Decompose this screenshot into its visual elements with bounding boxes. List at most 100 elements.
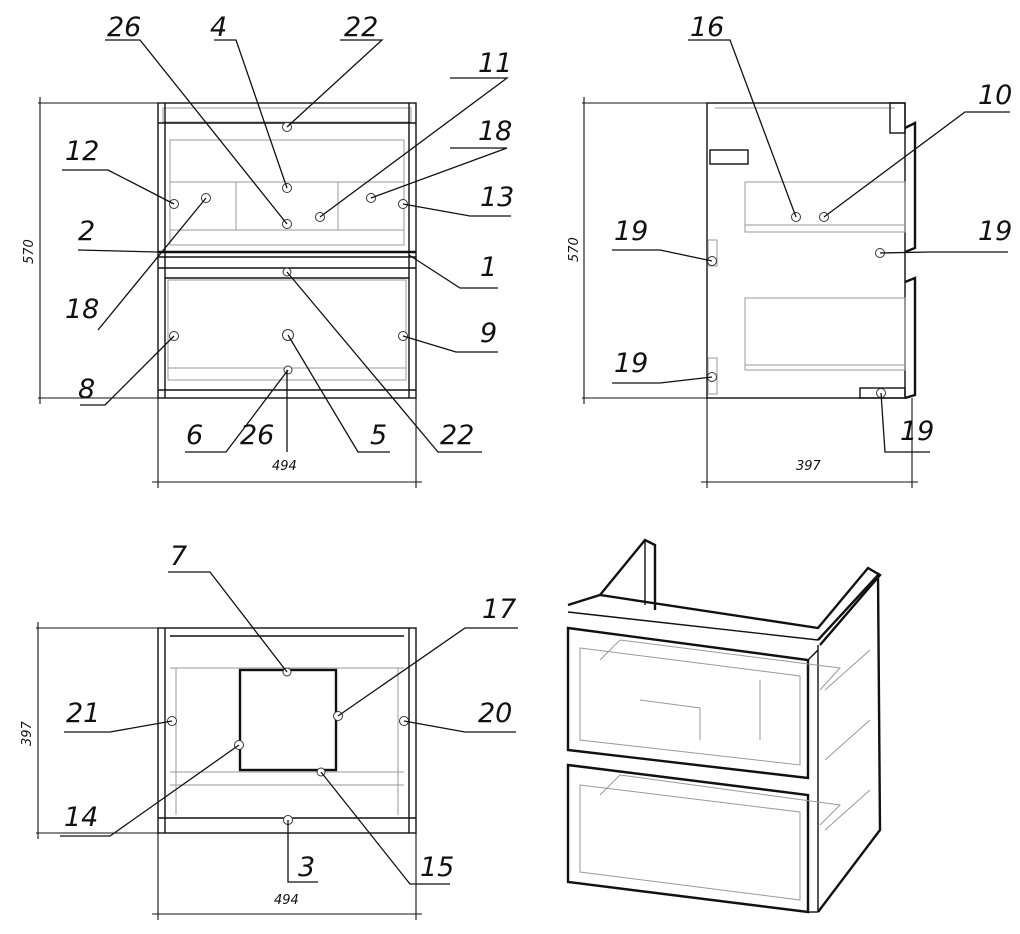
callout-label: 1 [480, 252, 497, 283]
callout-label: 18 [65, 294, 99, 325]
dim-top-width: 494 [274, 893, 299, 908]
leader-8 [80, 335, 175, 406]
callout-label: 13 [480, 182, 514, 213]
iso-edge [807, 649, 819, 661]
callout-label: 10 [978, 80, 1012, 111]
callout-label: 20 [478, 698, 512, 729]
iso-top-rail-edge [567, 611, 819, 641]
callout-label: 22 [344, 12, 378, 43]
side-top-block [889, 102, 906, 134]
callout-label: 19 [614, 216, 648, 247]
side-height-dim-lines [582, 97, 707, 404]
side-cam [707, 239, 718, 267]
top-width-dim-lines [152, 833, 422, 920]
top-view [36, 571, 518, 920]
callout-label: 16 [690, 12, 724, 43]
leader-10 [823, 111, 1010, 218]
leader-21 [64, 720, 173, 733]
upper-drawer-front-edge [904, 121, 917, 254]
callout-label: 26 [240, 420, 274, 451]
leader-2 [77, 249, 159, 253]
callout-label: 2 [78, 216, 95, 247]
leader-6 [185, 369, 289, 453]
leader-26-top [105, 39, 288, 225]
side-bracket [709, 149, 749, 165]
top-depth-dim-lines [36, 622, 158, 839]
upper-drawer-inner [169, 139, 405, 246]
callout-label: 19 [978, 216, 1012, 247]
leader-9 [402, 335, 498, 353]
callout-label: 3 [298, 852, 315, 883]
front-carcass [157, 102, 417, 399]
callout-label: 14 [64, 802, 98, 833]
front-width-dim-lines [152, 398, 422, 488]
callout-label: 11 [478, 48, 512, 79]
iso-back-post-left [599, 538, 657, 610]
callout-label: 22 [440, 420, 474, 451]
iso-inner-line [824, 649, 871, 831]
leader-18-left [97, 197, 207, 331]
leader-18-right [370, 147, 508, 199]
callout-label: 6 [186, 420, 203, 451]
callout-label: 4 [210, 12, 227, 43]
top-carcass [157, 627, 417, 834]
leader-5 [287, 334, 390, 453]
leader-4 [214, 39, 288, 189]
leader-17 [337, 627, 518, 717]
callout-label: 19 [614, 348, 648, 379]
siphon-cutout [238, 668, 338, 772]
iso-inner-line [639, 680, 761, 740]
leader-22-top [286, 39, 384, 128]
side-panel [706, 102, 906, 399]
callout-label: 17 [482, 594, 516, 625]
iso-top-rail [567, 566, 882, 646]
iso-lower-drawer-front [566, 763, 810, 914]
callout-label: 21 [66, 698, 100, 729]
callout-label: 19 [900, 416, 934, 447]
front-view [38, 39, 511, 488]
iso-inner-line [599, 639, 842, 691]
iso-inner-box [579, 784, 801, 901]
leader-12 [62, 169, 175, 205]
callout-label: 18 [478, 116, 512, 147]
dimension-labels: 570 494 570 397 397 494 [20, 237, 822, 908]
callout-label: 5 [370, 420, 387, 451]
dim-side-height: 570 [567, 237, 582, 262]
iso-inner-line [599, 774, 842, 826]
front-height-dim-lines [38, 97, 158, 404]
leader-19-bottom [880, 392, 930, 453]
leader-16 [688, 39, 797, 218]
iso-inner-box [579, 647, 801, 766]
leader-19-right [879, 251, 1008, 254]
callout-labels: 26 4 22 11 18 12 13 2 1 18 9 8 6 26 5 22… [64, 12, 1012, 883]
isometric-view [566, 538, 882, 914]
iso-upper-drawer-front [566, 626, 810, 780]
lower-runner [744, 297, 906, 371]
callout-label: 15 [420, 852, 454, 883]
leader-19-left-bottom [612, 376, 713, 384]
leader-15 [320, 771, 450, 885]
dim-top-depth: 397 [20, 720, 35, 746]
leader-3 [287, 820, 318, 883]
iso-right-side-panel [817, 571, 882, 913]
callout-label: 12 [65, 136, 99, 167]
callout-label: 26 [107, 12, 141, 43]
callout-label: 8 [78, 374, 95, 405]
dim-front-height: 570 [22, 239, 37, 264]
dim-side-depth: 397 [796, 459, 822, 474]
upper-runner [744, 181, 906, 233]
leader-1 [408, 254, 498, 289]
side-depth-dim-lines [701, 398, 918, 488]
leader-19-left-top [612, 249, 713, 262]
leader-14 [60, 744, 240, 837]
leader-13 [402, 203, 511, 217]
side-foot [859, 387, 906, 399]
leader-22-bottom [286, 271, 482, 453]
callout-label: 9 [480, 318, 497, 349]
leader-7 [168, 571, 288, 673]
lower-drawer-front-edge [904, 276, 917, 400]
leader-11 [319, 77, 509, 218]
leader-20 [403, 720, 516, 733]
callout-label: 7 [170, 541, 187, 572]
